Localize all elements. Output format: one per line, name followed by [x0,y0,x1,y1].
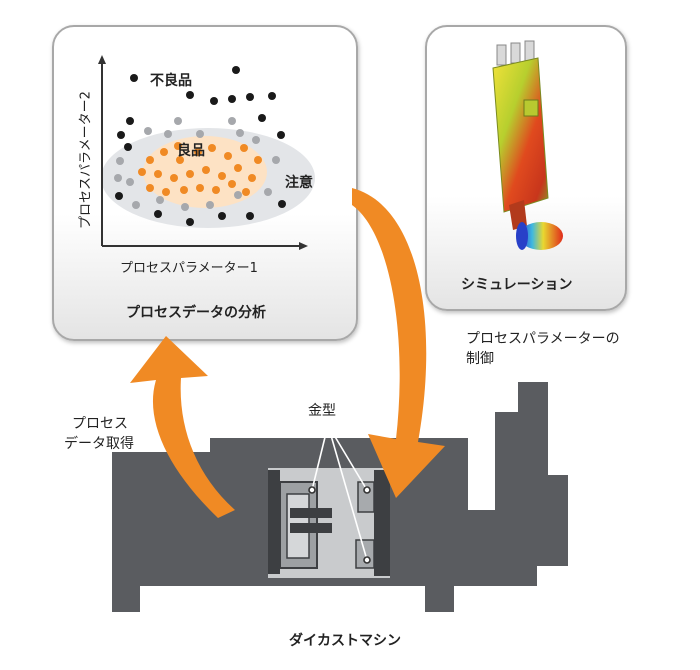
defective-dot [218,212,226,220]
caution-dot [264,188,272,196]
scatter-dots [114,66,286,226]
acquire-label-line2: データ取得 [64,436,134,452]
defective-dot [268,92,276,100]
good-dot [196,184,204,192]
defective-dot [277,131,285,139]
caution-dot [236,129,244,137]
caution-dot [174,117,182,125]
good-dot [180,186,188,194]
good-dot [146,184,154,192]
defective-dot [228,95,236,103]
caution-dot [252,136,260,144]
good-dot [248,174,256,182]
caution-dot [206,201,214,209]
defective-dot [278,200,286,208]
good-dot [224,152,232,160]
x-axis-label: プロセスパラメーター1 [120,261,258,276]
label-good: 良品 [177,143,205,159]
defective-dot [210,97,218,105]
good-dot [186,170,194,178]
good-dot [212,186,220,194]
mold-leader-lines [308,424,371,564]
good-dot [218,172,226,180]
y-axis-label: プロセスパラメーター2 [78,91,94,229]
control-label-line2: 制御 [466,351,494,367]
control-label-line1: プロセスパラメーターの [466,331,620,347]
caution-dot [156,196,164,204]
simulation-title: シミュレーション [461,277,573,293]
defective-dot [246,93,254,101]
caution-dot [144,127,152,135]
defective-dot [124,143,132,151]
acquire-label-line1: プロセス [72,416,128,432]
caution-dot [272,156,280,164]
defective-dot [117,131,125,139]
defective-dot [232,66,240,74]
caution-dot [234,191,242,199]
machine-title: ダイカストマシン [289,633,401,649]
defective-dot [130,74,138,82]
mold-label: 金型 [308,403,336,419]
good-dot [228,180,236,188]
caution-dot [181,203,189,211]
defective-dot [186,91,194,99]
good-dot [176,156,184,164]
defective-dot [154,210,162,218]
die-casting-machine [112,382,568,612]
good-dot [194,148,202,156]
good-dot [146,156,154,164]
defective-dot [115,192,123,200]
good-dot [154,170,162,178]
caution-dot [164,130,172,138]
caution-dot [126,178,134,186]
caution-dot [228,117,236,125]
simulation-model [492,40,563,250]
label-caution: 注意 [285,175,313,191]
good-dot [240,144,248,152]
caution-dot [116,157,124,165]
good-dot [254,156,262,164]
good-dot [242,188,250,196]
caution-dot [114,174,122,182]
defective-dot [186,218,194,226]
analysis-title: プロセスデータの分析 [126,305,266,321]
good-dot [208,144,216,152]
good-dot [138,168,146,176]
acquire-arrow [130,336,235,518]
good-dot [160,148,168,156]
good-dot [234,164,242,172]
control-arrow [352,188,445,498]
defective-dot [126,117,134,125]
plot-axes [98,55,308,250]
caution-dot [132,201,140,209]
caution-dot [196,130,204,138]
defective-dot [258,114,266,122]
good-dot [174,142,182,150]
good-dot [162,188,170,196]
defective-dot [246,212,254,220]
good-dot [170,174,178,182]
label-defective: 不良品 [150,73,192,89]
good-dot [202,166,210,174]
